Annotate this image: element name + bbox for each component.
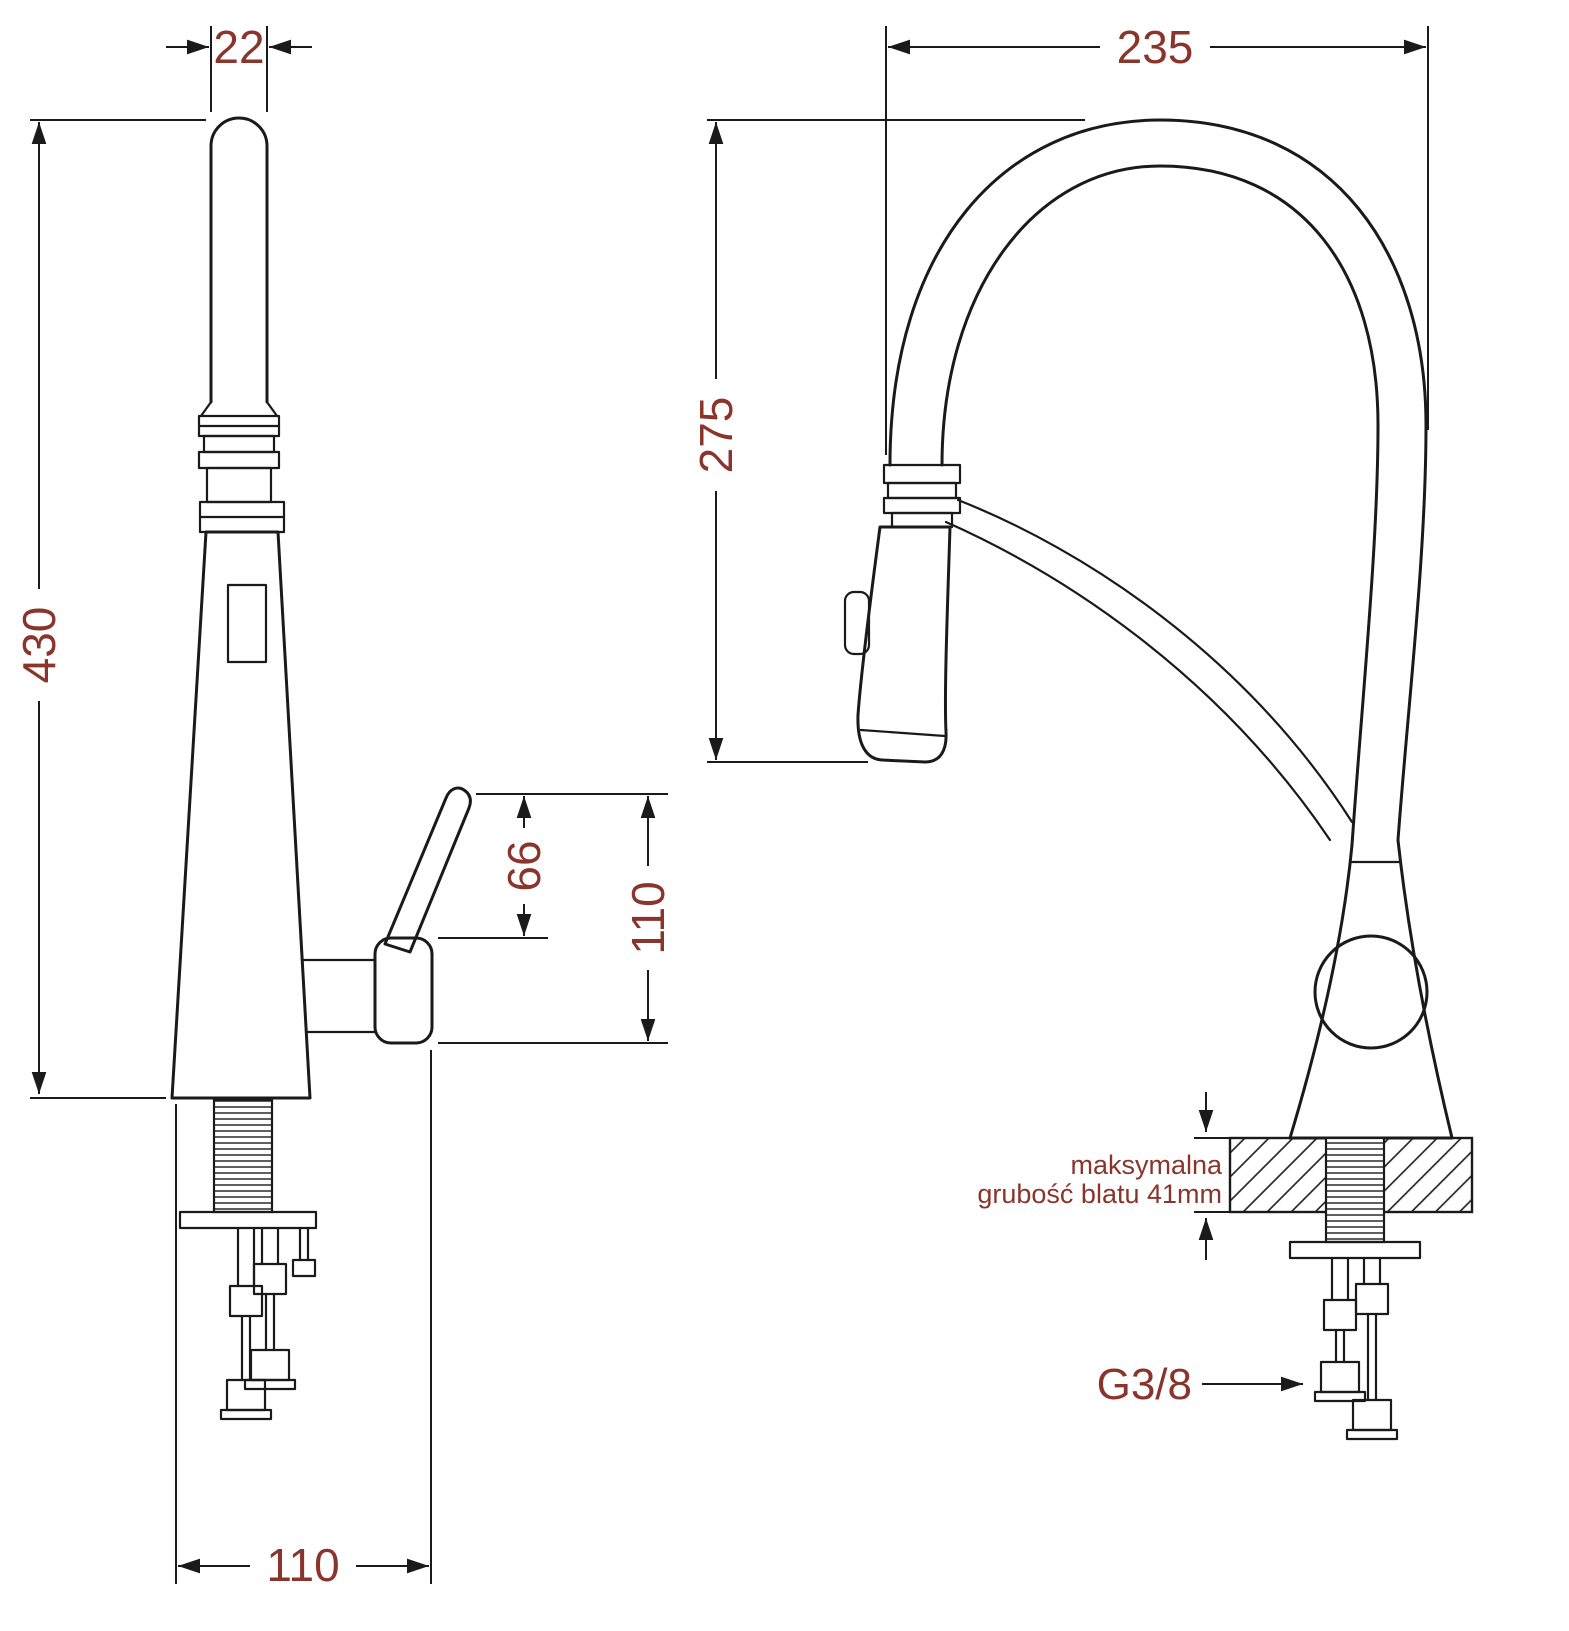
front-mounting-hardware: G3/8 (1097, 1136, 1422, 1441)
counter-note-line1: maksymalna (1070, 1150, 1223, 1180)
supply-hose-left (219, 1226, 273, 1421)
handle-lever (383, 786, 472, 954)
spray-trigger (843, 590, 871, 656)
thread-callout: G3/8 (1097, 1360, 1303, 1409)
dim-label-275: 275 (690, 397, 742, 474)
dimension-reach: 235 (885, 21, 1429, 455)
dim-label-66: 66 (498, 840, 550, 891)
dimension-handle-assembly: 110 (438, 796, 674, 1044)
spout-pipe-outline (209, 116, 269, 404)
dimension-spout-diameter: 22 (166, 21, 312, 112)
stud-nut (291, 1258, 317, 1278)
threaded-stud-front (1324, 1136, 1386, 1244)
side-mounting-hardware (178, 1098, 318, 1421)
dimension-handle-lever: 66 (438, 793, 668, 939)
pull-down-hose-outer (956, 498, 1354, 824)
gooseneck-inner-curve (940, 164, 1380, 847)
aerator-rings (197, 414, 286, 534)
ball-joint-circle (1313, 934, 1429, 1050)
body-window (226, 583, 268, 664)
mounting-plate (178, 1210, 318, 1230)
side-view: 22 430 66 110 (13, 21, 674, 1591)
threaded-stud (212, 1098, 274, 1214)
dim-label-235: 235 (1117, 21, 1194, 73)
spray-head (843, 463, 962, 764)
dim-label-110-horizontal: 110 (266, 1539, 339, 1591)
faucet-body-outline (170, 530, 312, 1100)
spray-head-body (856, 525, 952, 764)
spray-nozzle-line (859, 728, 947, 738)
countertop: maksymalna grubość blatu 41mm (977, 1092, 1474, 1260)
dimension-base-reach: 110 (175, 1050, 432, 1591)
dim-label-22: 22 (213, 21, 264, 73)
dimension-total-height: 430 (13, 119, 206, 1099)
counter-note-line2: grubość blatu 41mm (977, 1179, 1222, 1209)
pull-down-hose-inner (944, 520, 1332, 842)
supply-hose-front-right (1345, 1256, 1399, 1441)
spout-flare-right (265, 400, 279, 418)
spout-flare-left (199, 400, 213, 418)
dim-label-110-vertical: 110 (622, 881, 674, 954)
front-view: maksymalna grubość blatu 41mm (690, 21, 1474, 1441)
supply-hose-front-left (1313, 1256, 1367, 1403)
cartridge-housing (373, 936, 434, 1045)
dim-label-430: 430 (13, 607, 65, 684)
front-body (1288, 838, 1454, 1140)
gooseneck-outer-curve (888, 118, 1428, 842)
thread-label: G3/8 (1097, 1360, 1192, 1409)
mounting-plate-front (1288, 1240, 1422, 1260)
supply-hose-right (243, 1226, 297, 1391)
dimension-spout-height: 275 (690, 119, 1085, 763)
